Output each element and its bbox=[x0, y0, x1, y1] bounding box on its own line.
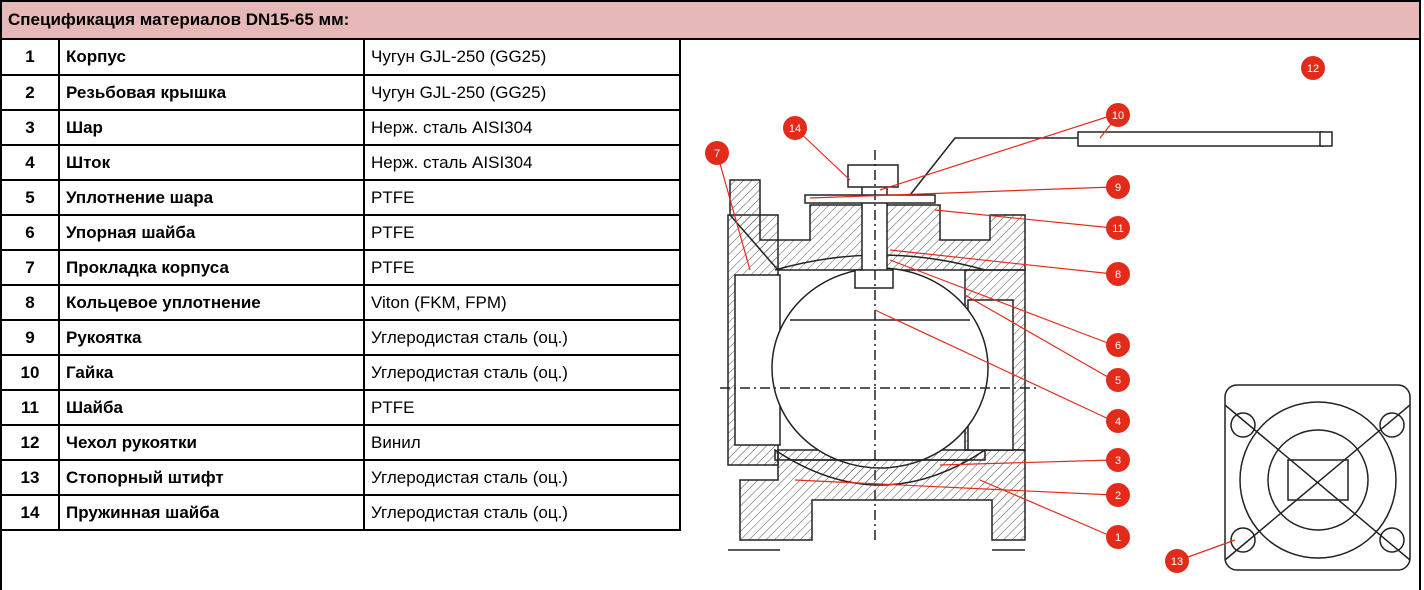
callout-circle bbox=[1106, 483, 1130, 507]
callout-label: 7 bbox=[714, 148, 720, 160]
callout-label: 5 bbox=[1115, 375, 1121, 387]
part-number: 10 bbox=[0, 354, 60, 391]
part-number: 1 bbox=[0, 40, 60, 76]
part-material: Углеродистая сталь (оц.) bbox=[363, 494, 681, 531]
callout-circle bbox=[1165, 549, 1189, 573]
part-material: Нерж. сталь AISI304 bbox=[363, 144, 681, 181]
part-material: Viton (FKM, FPM) bbox=[363, 284, 681, 321]
part-material: PTFE bbox=[363, 249, 681, 286]
part-number: 3 bbox=[0, 109, 60, 146]
part-name: Рукоятка bbox=[58, 319, 365, 356]
part-material: PTFE bbox=[363, 214, 681, 251]
part-number: 12 bbox=[0, 424, 60, 461]
callout-label: 14 bbox=[789, 123, 801, 135]
part-name: Корпус bbox=[58, 40, 365, 76]
part-number: 6 bbox=[0, 214, 60, 251]
part-material: PTFE bbox=[363, 389, 681, 426]
part-material: Винил bbox=[363, 424, 681, 461]
part-number: 7 bbox=[0, 249, 60, 286]
part-name: Прокладка корпуса bbox=[58, 249, 365, 286]
part-name: Пружинная шайба bbox=[58, 494, 365, 531]
callout-label: 1 bbox=[1115, 532, 1121, 544]
part-material: Нерж. сталь AISI304 bbox=[363, 109, 681, 146]
valve-end-view bbox=[1224, 384, 1411, 571]
callout-label: 9 bbox=[1115, 182, 1121, 194]
part-material: PTFE bbox=[363, 179, 681, 216]
callout-label: 10 bbox=[1112, 110, 1124, 122]
callout-label: 8 bbox=[1115, 269, 1121, 281]
callout-circle bbox=[1106, 216, 1130, 240]
part-number: 14 bbox=[0, 494, 60, 531]
callout-circle bbox=[1106, 103, 1130, 127]
part-number: 11 bbox=[0, 389, 60, 426]
callout-circle bbox=[1106, 525, 1130, 549]
callout-label: 6 bbox=[1115, 340, 1121, 352]
callout-label: 12 bbox=[1307, 63, 1319, 75]
part-number: 8 bbox=[0, 284, 60, 321]
callout-circle bbox=[705, 141, 729, 165]
part-material: Углеродистая сталь (оц.) bbox=[363, 319, 681, 356]
callout-circle bbox=[1106, 333, 1130, 357]
spec-header: Спецификация материалов DN15-65 мм: bbox=[0, 0, 1421, 40]
part-material: Чугун GJL-250 (GG25) bbox=[363, 40, 681, 76]
part-number: 9 bbox=[0, 319, 60, 356]
part-name: Стопорный штифт bbox=[58, 459, 365, 496]
part-name: Чехол рукоятки bbox=[58, 424, 365, 461]
part-number: 5 bbox=[0, 179, 60, 216]
part-name: Шар bbox=[58, 109, 365, 146]
part-material: Углеродистая сталь (оц.) bbox=[363, 354, 681, 391]
callout-circle bbox=[1301, 56, 1325, 80]
part-number: 13 bbox=[0, 459, 60, 496]
callout-circle bbox=[1106, 262, 1130, 286]
callout-label: 4 bbox=[1115, 416, 1121, 428]
callout-circle bbox=[1106, 368, 1130, 392]
part-name: Шток bbox=[58, 144, 365, 181]
part-name: Резьбовая крышка bbox=[58, 74, 365, 111]
part-number: 4 bbox=[0, 144, 60, 181]
part-name: Гайка bbox=[58, 354, 365, 391]
part-name: Уплотнение шара bbox=[58, 179, 365, 216]
part-material: Углеродистая сталь (оц.) bbox=[363, 459, 681, 496]
callout-circle bbox=[1106, 409, 1130, 433]
callout-label: 2 bbox=[1115, 490, 1121, 502]
callout-label: 11 bbox=[1112, 223, 1123, 235]
callout-label: 13 bbox=[1171, 556, 1183, 568]
part-number: 2 bbox=[0, 74, 60, 111]
part-material: Чугун GJL-250 (GG25) bbox=[363, 74, 681, 111]
callout-circle bbox=[1106, 175, 1130, 199]
part-name: Кольцевое уплотнение bbox=[58, 284, 365, 321]
valve-body bbox=[720, 131, 1333, 551]
part-name: Шайба bbox=[58, 389, 365, 426]
callout-circle bbox=[783, 116, 807, 140]
callout-circle bbox=[1106, 448, 1130, 472]
part-name: Упорная шайба bbox=[58, 214, 365, 251]
callout-label: 3 bbox=[1115, 455, 1121, 467]
